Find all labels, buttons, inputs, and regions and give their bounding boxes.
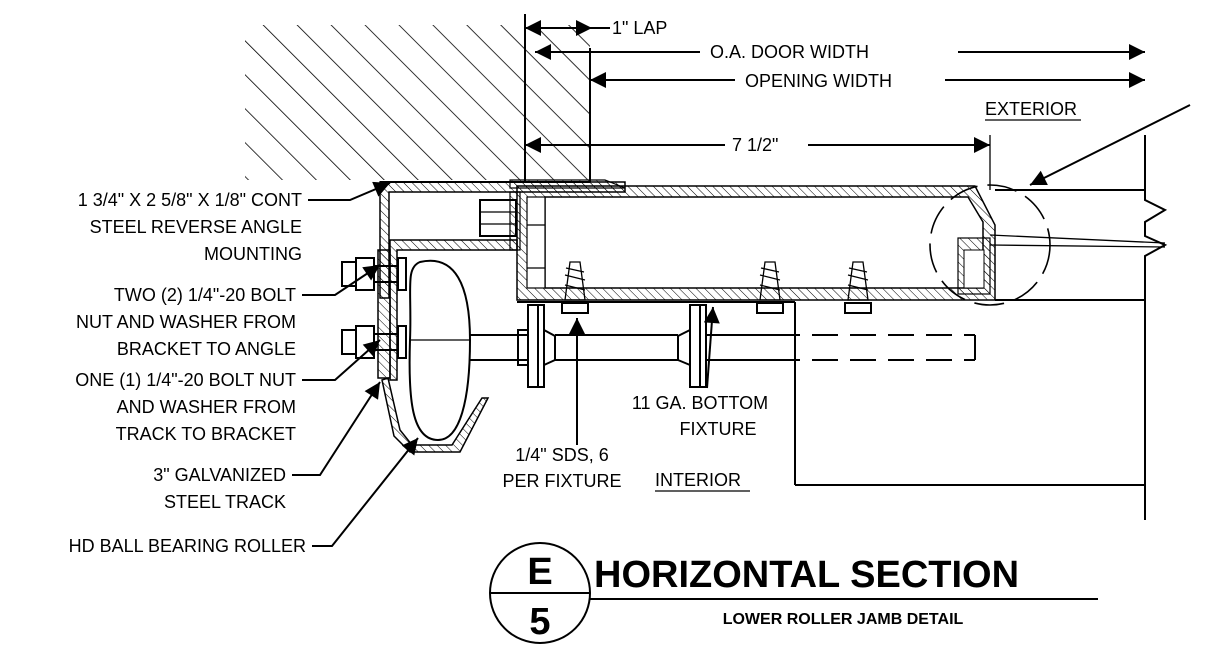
dimension-lines: [525, 20, 1191, 190]
svg-text:STEEL REVERSE ANGLE: STEEL REVERSE ANGLE: [90, 217, 302, 237]
svg-text:NUT AND WASHER FROM: NUT AND WASHER FROM: [76, 312, 296, 332]
roller-shaft: [470, 334, 976, 361]
callout-angle: 1 3/4" X 2 5/8" X 1/8" CONT STEEL REVERS…: [78, 190, 302, 264]
svg-text:TWO (2) 1/4"-20 BOLT: TWO (2) 1/4"-20 BOLT: [114, 285, 296, 305]
svg-text:11 GA. BOTTOM: 11 GA. BOTTOM: [632, 393, 768, 413]
svg-text:TRACK TO BRACKET: TRACK TO BRACKET: [116, 424, 296, 444]
svg-text:STEEL TRACK: STEEL TRACK: [164, 492, 286, 512]
dim-label-lap: 1" LAP: [612, 18, 667, 38]
svg-text:MOUNTING: MOUNTING: [204, 244, 302, 264]
callout-one-bolt: ONE (1) 1/4"-20 BOLT NUT AND WASHER FROM…: [75, 370, 296, 444]
callout-fixture: 11 GA. BOTTOM FIXTURE: [632, 393, 768, 439]
roller: [408, 259, 472, 442]
drawing-title: HORIZONTAL SECTION: [594, 554, 1019, 596]
svg-text:ONE (1) 1/4"-20 BOLT NUT: ONE (1) 1/4"-20 BOLT NUT: [75, 370, 296, 390]
callout-roller: HD BALL BEARING ROLLER: [69, 536, 306, 556]
svg-text:1/4" SDS, 6: 1/4" SDS, 6: [515, 445, 608, 465]
dim-label-opening-width: OPENING WIDTH: [745, 71, 892, 91]
bottom-fixture: [517, 300, 1146, 520]
svg-text:3" GALVANIZED: 3" GALVANIZED: [153, 465, 286, 485]
sds-screw-3: [844, 261, 872, 314]
zone-label-exterior: EXTERIOR: [985, 99, 1077, 119]
callout-track: 3" GALVANIZED STEEL TRACK: [153, 465, 286, 512]
zone-label-interior: INTERIOR: [655, 470, 741, 490]
svg-text:1 3/4" X 2 5/8" X 1/8" CONT: 1 3/4" X 2 5/8" X 1/8" CONT: [78, 190, 302, 210]
svg-text:BRACKET TO ANGLE: BRACKET TO ANGLE: [117, 339, 296, 359]
leader-lines: [292, 181, 720, 547]
detail-letter: E: [527, 551, 552, 593]
callout-sds: 1/4" SDS, 6 PER FIXTURE: [502, 445, 621, 491]
wall-jamb: [245, 14, 591, 183]
callout-two-bolt: TWO (2) 1/4"-20 BOLT NUT AND WASHER FROM…: [76, 285, 296, 359]
detail-number: 5: [529, 601, 550, 643]
title-block: E 5 HORIZONTAL SECTION LOWER ROLLER JAMB…: [489, 542, 1098, 644]
svg-text:PER FIXTURE: PER FIXTURE: [502, 471, 621, 491]
dim-label-oa-door-width: O.A. DOOR WIDTH: [710, 42, 869, 62]
svg-text:FIXTURE: FIXTURE: [679, 419, 756, 439]
fixture-block: [479, 199, 517, 237]
svg-text:HD BALL BEARING ROLLER: HD BALL BEARING ROLLER: [69, 536, 306, 556]
drawing-subtitle: LOWER ROLLER JAMB DETAIL: [723, 611, 964, 628]
door-bottom-section: [516, 178, 1168, 301]
svg-text:AND WASHER FROM: AND WASHER FROM: [117, 397, 296, 417]
dim-label-seven-half: 7 1/2": [732, 135, 778, 155]
